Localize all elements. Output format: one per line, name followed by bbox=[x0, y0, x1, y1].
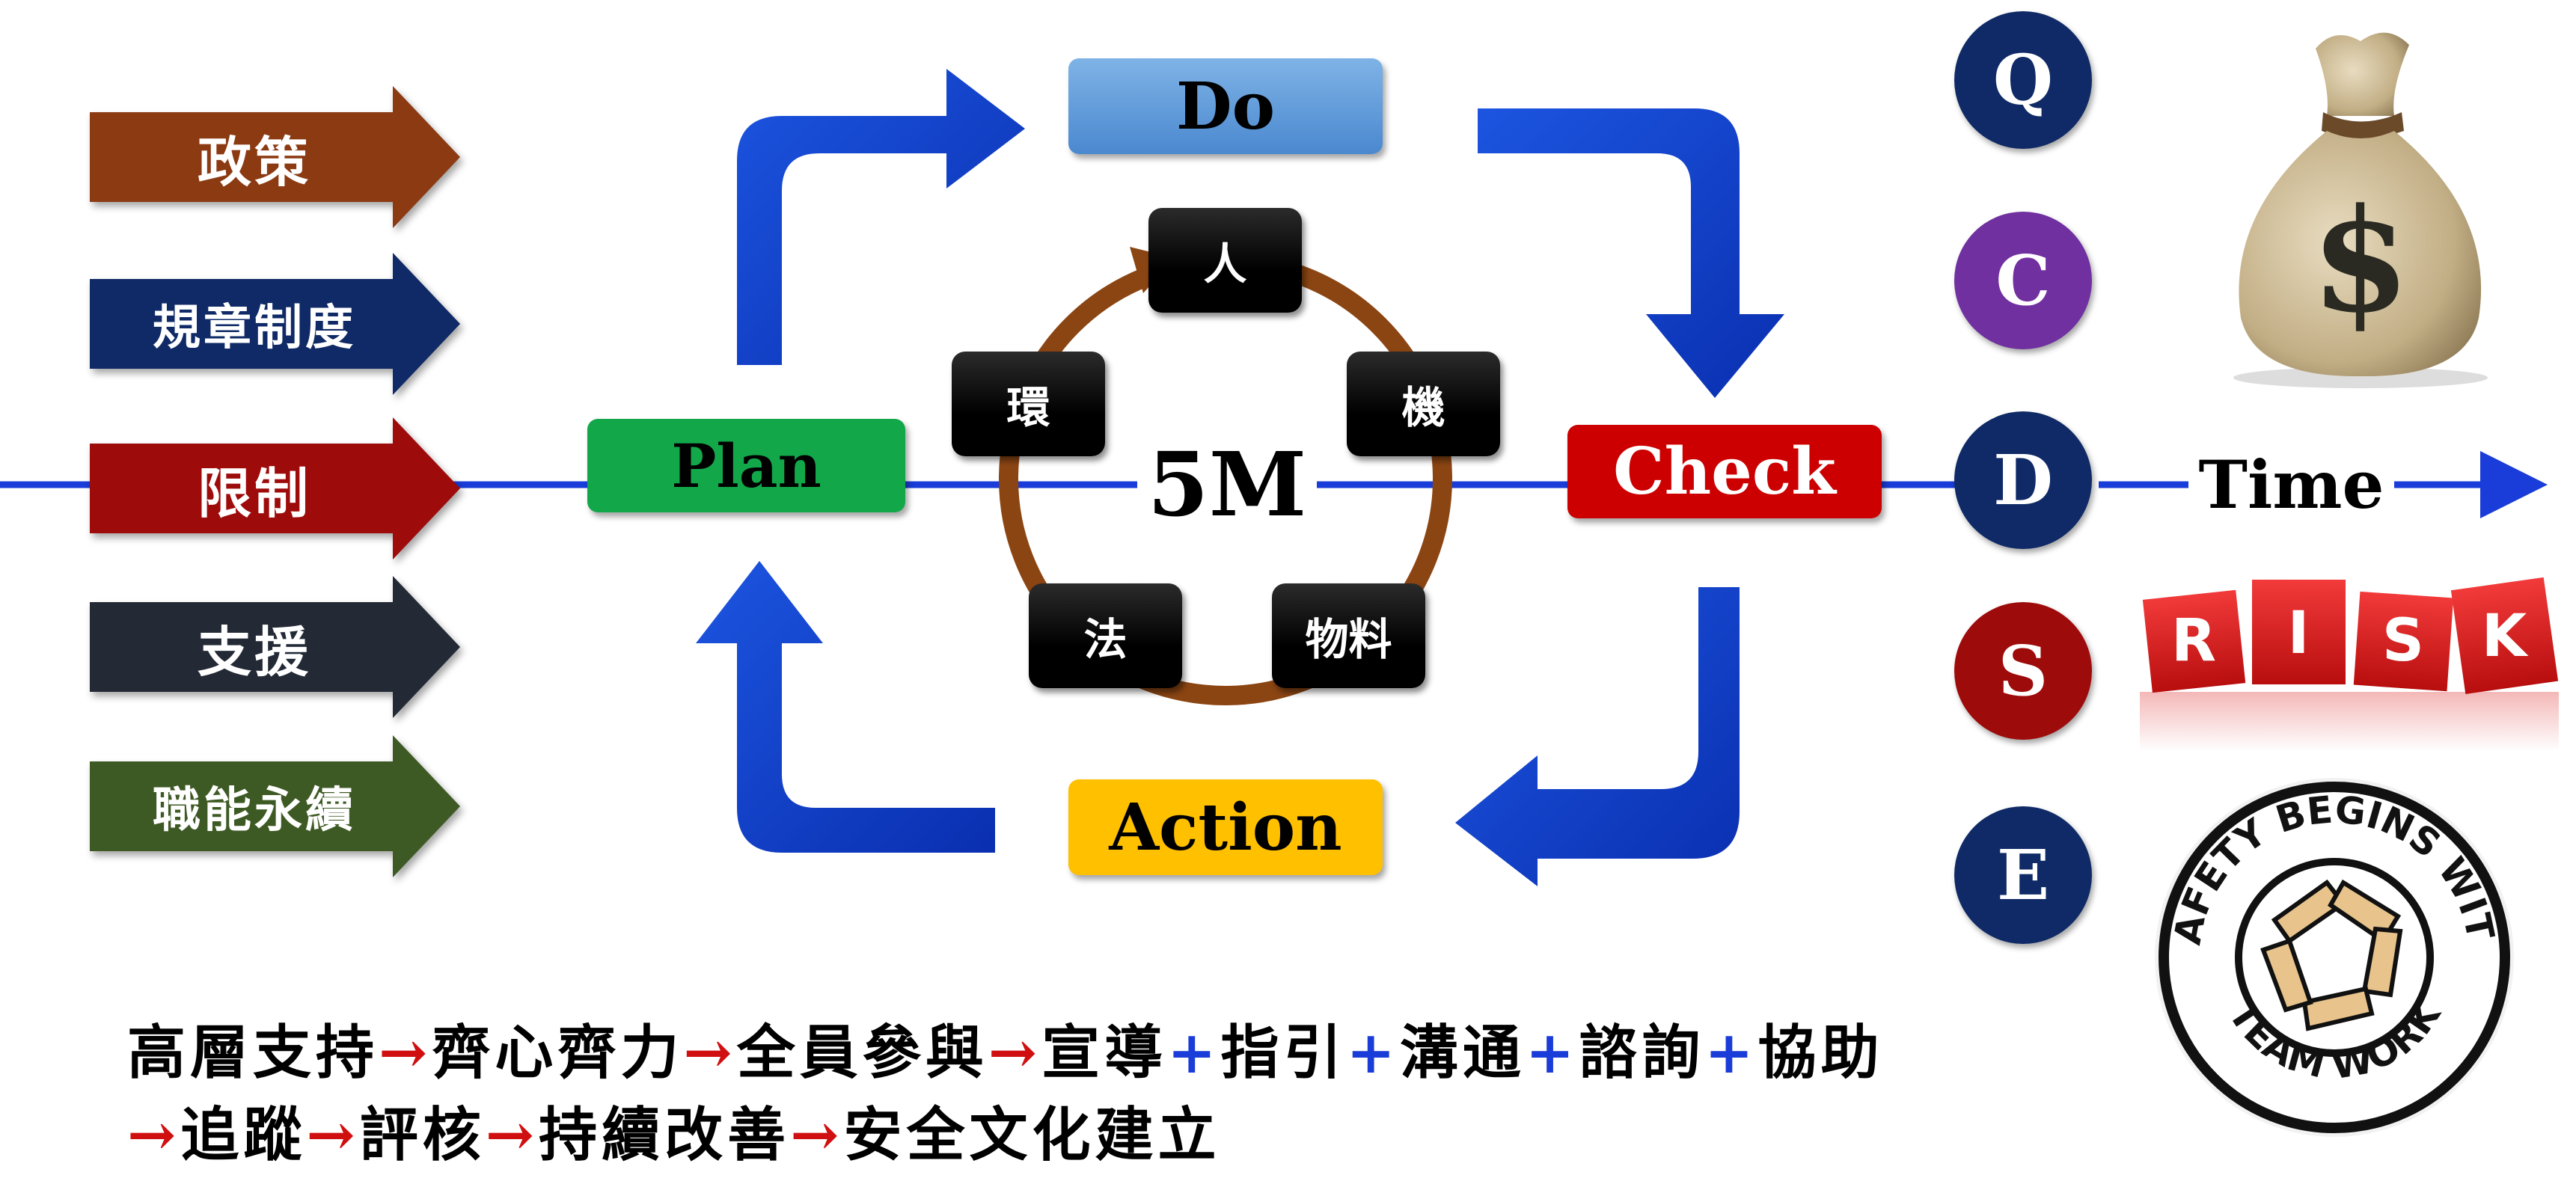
flow-step: 高層支持 bbox=[127, 1019, 379, 1087]
action-box: Action bbox=[1068, 779, 1383, 875]
left-arrow-label: 規章制度 bbox=[153, 300, 356, 356]
d-circle: D bbox=[1954, 411, 2092, 549]
arrow-separator: → bbox=[683, 1019, 737, 1087]
arrow-separator: → bbox=[127, 1101, 181, 1169]
hands-ring bbox=[2260, 879, 2403, 1031]
flow-step: 齊心齊力 bbox=[432, 1019, 684, 1087]
arrow-separator: → bbox=[790, 1101, 844, 1169]
left-arrow-shape bbox=[90, 735, 460, 877]
five-m-center-label: 5M bbox=[1137, 432, 1317, 536]
svg-text:K: K bbox=[2482, 603, 2529, 670]
left-arrow-restriction: 限制 bbox=[90, 417, 464, 559]
arrow-separator: → bbox=[485, 1101, 539, 1169]
plus-separator: + bbox=[1346, 1019, 1400, 1087]
flow-step: 全員參與 bbox=[736, 1019, 988, 1087]
five-m-node-people: 人 bbox=[1148, 208, 1302, 313]
flow-step: 溝通 bbox=[1399, 1019, 1526, 1087]
left-arrow-label: 限制 bbox=[197, 461, 311, 525]
safety-teamwork-badge: SAFETY BEGINS WITH TEAM WORK bbox=[2147, 770, 2514, 1137]
cycle-arrow-check-to-action bbox=[1455, 587, 1740, 886]
left-arrow-policy: 政策 bbox=[90, 86, 464, 228]
flow-step: 安全文化建立 bbox=[843, 1101, 1221, 1169]
money-bag-image: $ bbox=[2233, 32, 2488, 388]
plus-separator: + bbox=[1525, 1019, 1579, 1087]
flow-step: 諮詢 bbox=[1579, 1019, 1705, 1087]
five-m-node-environment: 環 bbox=[952, 352, 1105, 456]
five-m-node-method: 法 bbox=[1029, 583, 1182, 688]
check-label: Check bbox=[1613, 434, 1836, 509]
plus-separator: + bbox=[1167, 1019, 1221, 1087]
risk-block-k: K bbox=[2450, 577, 2559, 694]
arrow-separator: → bbox=[988, 1019, 1042, 1087]
s-circle: S bbox=[1954, 602, 2092, 740]
check-box: Check bbox=[1567, 425, 1882, 518]
risk-block-i: I bbox=[2252, 580, 2346, 684]
risk-blocks-image: R I S K bbox=[2140, 577, 2559, 752]
arrow-separator: → bbox=[379, 1019, 432, 1087]
risk-block-r: R bbox=[2142, 589, 2246, 693]
plus-separator: + bbox=[1704, 1019, 1758, 1087]
do-box: Do bbox=[1068, 58, 1383, 154]
action-label: Action bbox=[1109, 789, 1342, 865]
left-arrow-support: 支援 bbox=[90, 576, 464, 718]
cycle-arrow-plan-to-do bbox=[737, 69, 1025, 365]
c-circle: C bbox=[1954, 212, 2092, 349]
left-arrow-label: 政策 bbox=[197, 129, 311, 194]
flow-step: 宣導 bbox=[1041, 1019, 1168, 1087]
time-label: Time bbox=[2198, 445, 2384, 524]
left-arrow-shape bbox=[90, 253, 460, 395]
plan-box: Plan bbox=[587, 419, 905, 512]
flow-step: 指引 bbox=[1220, 1019, 1347, 1087]
flow-step: 協助 bbox=[1757, 1019, 1884, 1087]
flow-line-2: →追蹤→評核→持續改善→安全文化建立 bbox=[127, 1088, 1221, 1172]
do-label: Do bbox=[1176, 68, 1275, 144]
svg-text:S: S bbox=[2382, 607, 2424, 675]
left-arrow-shape bbox=[90, 86, 460, 228]
left-arrow-regulations: 規章制度 bbox=[90, 253, 464, 395]
left-arrow-label: 支援 bbox=[197, 619, 311, 684]
left-arrow-shape bbox=[90, 417, 460, 559]
money-bag-symbol: $ bbox=[2311, 177, 2410, 344]
flow-step: 持續改善 bbox=[539, 1101, 791, 1169]
five-m-node-machine: 機 bbox=[1347, 352, 1500, 456]
flow-line-1: 高層支持→齊心齊力→全員參與→宣導+指引+溝通+諮詢+協助 bbox=[127, 1006, 1884, 1090]
flow-step: 評核 bbox=[359, 1101, 486, 1169]
five-m-node-material: 物料 bbox=[1272, 583, 1425, 688]
left-arrow-competency: 職能永續 bbox=[90, 735, 464, 877]
cycle-arrow-do-to-check bbox=[1478, 108, 1784, 398]
e-circle: E bbox=[1954, 806, 2092, 944]
plan-label: Plan bbox=[671, 430, 822, 501]
flow-step: 追蹤 bbox=[180, 1101, 307, 1169]
risk-block-s: S bbox=[2353, 591, 2454, 692]
cycle-arrow-action-to-plan bbox=[696, 561, 995, 853]
left-arrow-shape bbox=[90, 576, 460, 718]
svg-text:I: I bbox=[2287, 600, 2309, 667]
q-circle: Q bbox=[1954, 11, 2092, 149]
left-arrow-label: 職能永續 bbox=[153, 782, 356, 838]
arrow-separator: → bbox=[306, 1101, 360, 1169]
svg-text:R: R bbox=[2171, 607, 2216, 675]
